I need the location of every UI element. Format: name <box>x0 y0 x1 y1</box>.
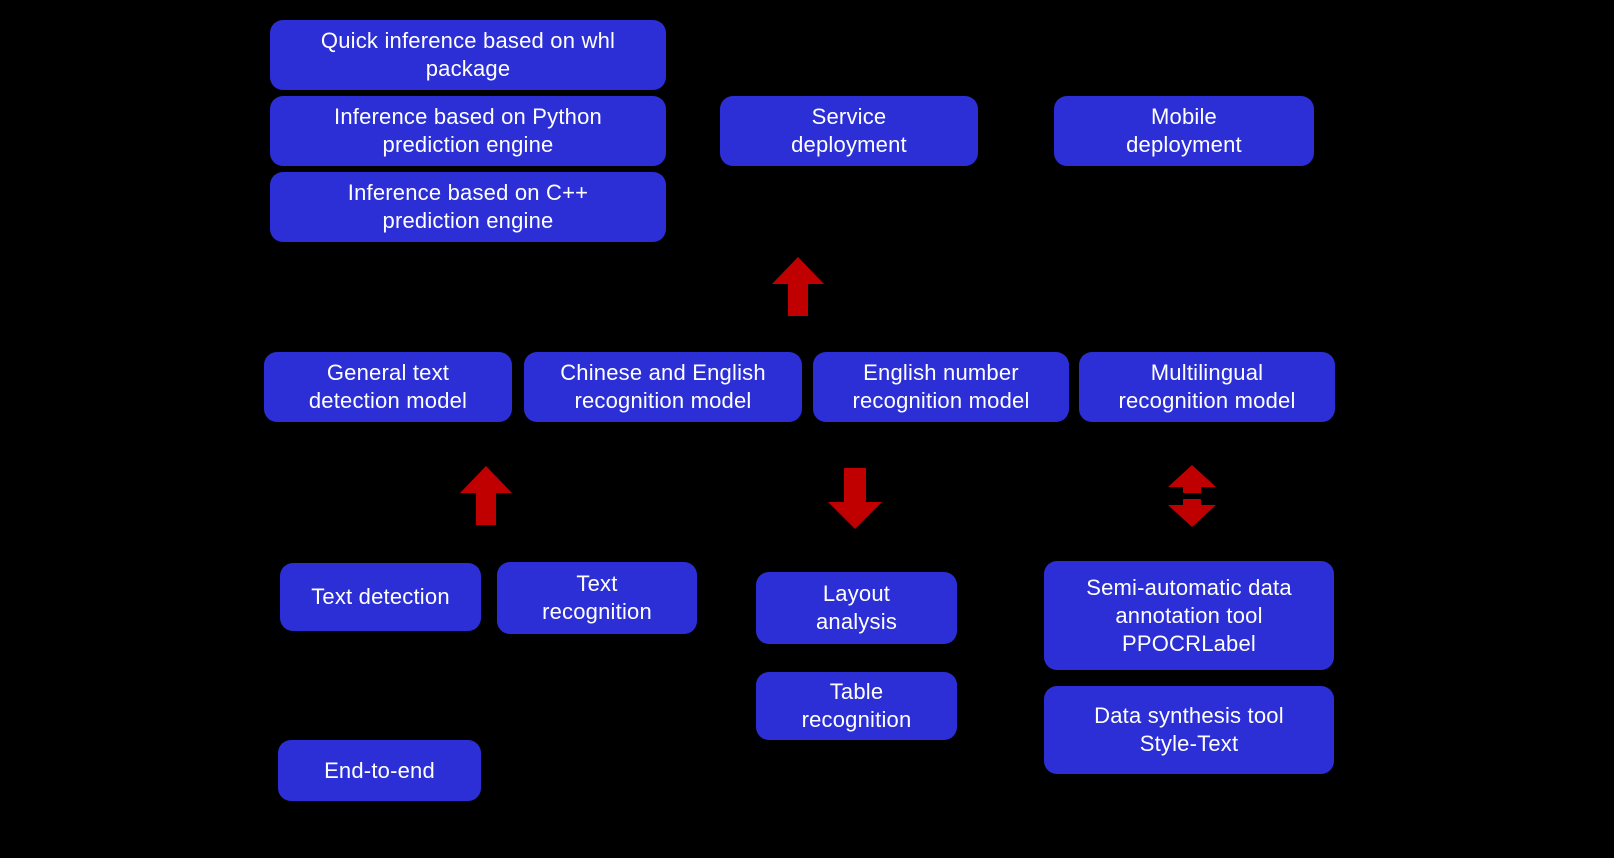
box-quick-inference-whl: Quick inference based on whl package <box>270 20 666 90</box>
box-style-text-synthesis-tool: Data synthesis tool Style-Text <box>1044 686 1334 774</box>
box-inference-python-engine: Inference based on Python prediction eng… <box>270 96 666 166</box>
box-end-to-end: End-to-end <box>278 740 481 801</box>
box-table-recognition: Table recognition <box>756 672 957 740</box>
box-text-recognition: Text recognition <box>497 562 697 634</box>
up-arrow-icon <box>772 257 824 316</box>
box-inference-cpp-engine: Inference based on C++ prediction engine <box>270 172 666 242</box>
box-chinese-english-recognition-model: Chinese and English recognition model <box>524 352 802 422</box>
box-text-detection: Text detection <box>280 563 481 631</box>
up-arrow-icon <box>460 466 512 525</box>
up-down-arrow-icon <box>1168 465 1216 527</box>
box-ppocrlabel-annotation-tool: Semi-automatic data annotation tool PPOC… <box>1044 561 1334 670</box>
box-english-number-recognition-model: English number recognition model <box>813 352 1069 422</box>
box-mobile-deployment: Mobile deployment <box>1054 96 1314 166</box>
box-layout-analysis: Layout analysis <box>756 572 957 644</box>
down-arrow-icon <box>828 468 882 529</box>
box-multilingual-recognition-model: Multilingual recognition model <box>1079 352 1335 422</box>
box-general-text-detection-model: General text detection model <box>264 352 512 422</box>
box-service-deployment: Service deployment <box>720 96 978 166</box>
